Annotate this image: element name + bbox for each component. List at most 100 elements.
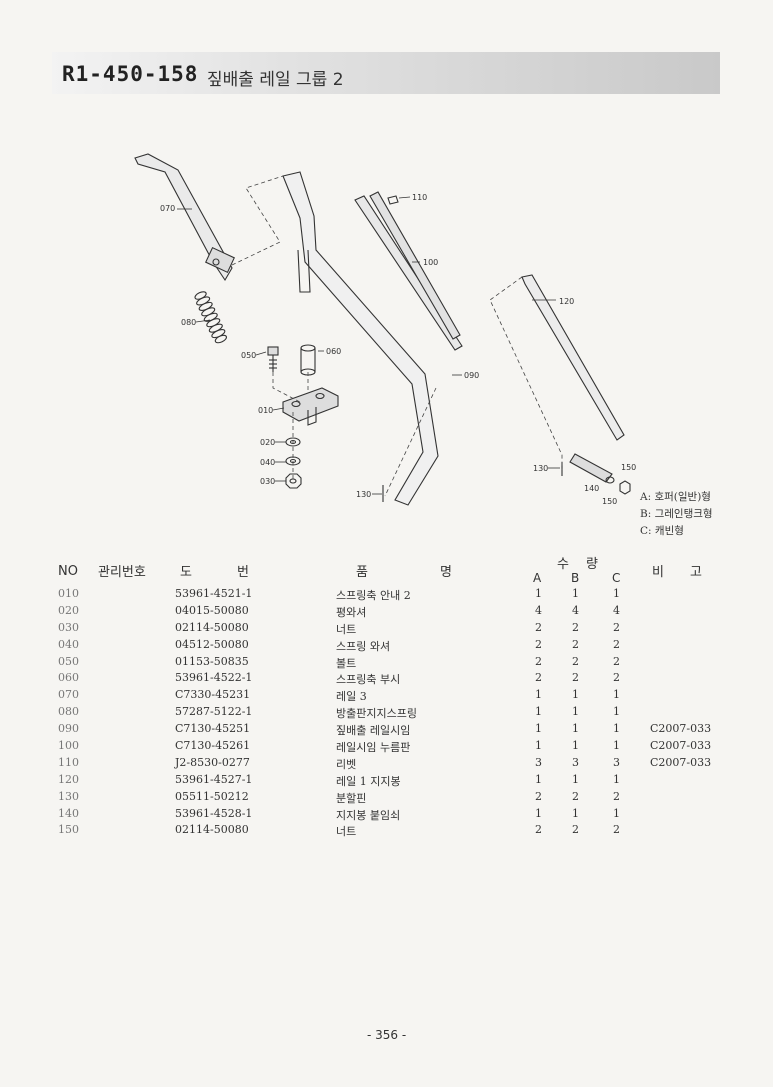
cell-a: 1 bbox=[535, 722, 542, 736]
cell-no: 080 bbox=[58, 705, 79, 719]
callout-060: 060 bbox=[326, 347, 342, 356]
bolt bbox=[267, 346, 279, 372]
guide-rail bbox=[282, 171, 439, 506]
cell-name: 스프링 와셔 bbox=[336, 639, 391, 653]
cell-no: 050 bbox=[58, 654, 79, 668]
callout-070: 070 bbox=[160, 204, 176, 213]
rail-shim-plate bbox=[369, 191, 461, 340]
callout-110: 110 bbox=[412, 193, 428, 202]
callout-090: 090 bbox=[464, 371, 480, 380]
cell-no: 090 bbox=[58, 722, 79, 736]
cell-part: C7130-45261 bbox=[175, 739, 251, 753]
cell-c: 1 bbox=[613, 772, 620, 786]
table-row: 140 53961-4528-1 지지봉 붙임쇠 1 1 1 bbox=[0, 807, 773, 824]
cell-part: 53961-4528-1 bbox=[175, 806, 253, 820]
cell-part: C7330-45231 bbox=[175, 688, 251, 702]
cell-b: 2 bbox=[572, 671, 579, 685]
cell-b: 1 bbox=[572, 705, 579, 719]
cell-part: 04015-50080 bbox=[175, 603, 249, 617]
cell-name: 레일 1 지지봉 bbox=[336, 774, 401, 788]
cell-a: 1 bbox=[535, 739, 542, 753]
cell-b: 2 bbox=[572, 654, 579, 668]
cell-a: 1 bbox=[535, 587, 542, 600]
cell-b: 1 bbox=[572, 688, 579, 702]
rail-3 bbox=[134, 153, 233, 282]
cell-name: 너트 bbox=[336, 622, 357, 636]
section-code: R1-450-158 bbox=[62, 62, 199, 86]
cell-a: 1 bbox=[535, 705, 542, 719]
header-mgmt: 관리번호 bbox=[98, 565, 146, 580]
rivet bbox=[387, 195, 399, 205]
cell-remark: C2007-033 bbox=[650, 722, 712, 736]
cell-c: 1 bbox=[613, 806, 620, 820]
cell-a: 2 bbox=[535, 654, 542, 668]
cell-name: 레일시임 누름판 bbox=[336, 741, 411, 755]
cell-no: 030 bbox=[58, 620, 79, 634]
cell-part: C7130-45251 bbox=[175, 722, 251, 736]
page-title: 짚배출 레일 그룹 2 bbox=[207, 70, 344, 90]
cell-a: 2 bbox=[535, 671, 542, 685]
cell-b: 3 bbox=[572, 755, 579, 769]
cell-name: 지지봉 붙임쇠 bbox=[336, 808, 401, 822]
cell-c: 2 bbox=[613, 823, 620, 837]
cell-a: 1 bbox=[535, 772, 542, 786]
cell-b: 1 bbox=[572, 806, 579, 820]
cell-name: 짚배출 레일시임 bbox=[336, 724, 411, 738]
cell-part: 53961-4527-1 bbox=[175, 772, 253, 786]
variant-a: A: 호퍼(일반)형 bbox=[640, 491, 711, 503]
cell-c: 1 bbox=[613, 688, 620, 702]
callout-050: 050 bbox=[241, 351, 257, 360]
header-no: NO bbox=[58, 564, 78, 579]
cell-b: 2 bbox=[572, 823, 579, 837]
cell-no: 020 bbox=[58, 603, 79, 617]
cell-part: 53961-4521-1 bbox=[175, 587, 253, 600]
cell-no: 140 bbox=[58, 806, 79, 820]
cell-no: 120 bbox=[58, 772, 79, 786]
variant-b: B: 그레인탱크형 bbox=[640, 508, 713, 520]
header-ryang: 량 bbox=[586, 557, 598, 572]
cell-no: 100 bbox=[58, 739, 79, 753]
rail-support-rod bbox=[521, 274, 625, 441]
nut bbox=[285, 473, 302, 489]
callout-010: 010 bbox=[258, 406, 274, 415]
callout-100: 100 bbox=[423, 258, 439, 267]
cell-part: 01153-50835 bbox=[175, 654, 249, 668]
cell-b: 1 bbox=[572, 772, 579, 786]
cell-b: 4 bbox=[572, 603, 579, 617]
callout-130b: 130 bbox=[356, 490, 372, 499]
callout-020: 020 bbox=[260, 438, 276, 447]
rail-shim bbox=[354, 195, 463, 351]
header-qty-c: C bbox=[612, 571, 621, 585]
cell-c: 2 bbox=[613, 654, 620, 668]
cell-c: 2 bbox=[613, 789, 620, 803]
spring-axle-guide bbox=[282, 387, 339, 426]
callout-130a: 130 bbox=[533, 464, 549, 473]
header-qty-a: A bbox=[533, 571, 542, 585]
header-qty-b: B bbox=[571, 571, 580, 585]
cell-b: 2 bbox=[572, 637, 579, 651]
cell-name: 리벳 bbox=[336, 757, 357, 771]
spring bbox=[194, 291, 228, 344]
cell-a: 1 bbox=[535, 806, 542, 820]
nut-150a bbox=[605, 476, 615, 484]
cell-c: 1 bbox=[613, 587, 620, 600]
title-banner: R1-450-158 짚배출 레일 그룹 2 bbox=[52, 52, 720, 94]
header-myeong: 명 bbox=[440, 565, 452, 580]
cell-name: 스프링축 부시 bbox=[336, 673, 401, 687]
spring-axle-bush bbox=[300, 344, 316, 376]
nut-150b bbox=[619, 480, 631, 495]
table-row: 120 53961-4527-1 레일 1 지지봉 1 1 1 bbox=[0, 773, 773, 790]
header-su: 수 bbox=[557, 557, 569, 572]
